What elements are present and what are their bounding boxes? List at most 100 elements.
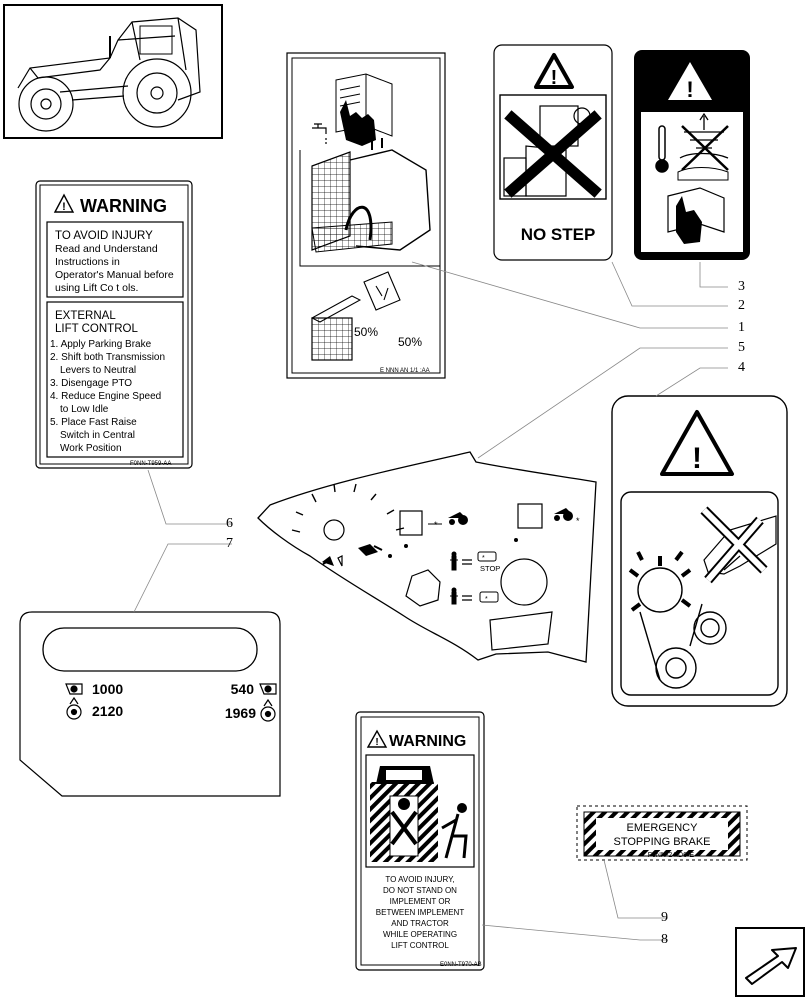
coolant-jug-icon xyxy=(363,271,401,311)
box1-line: using Lift Co t ols. xyxy=(55,282,138,294)
warning-header: WARNING xyxy=(80,196,167,216)
tractor-icon: * xyxy=(554,508,580,526)
callout-2: 2 xyxy=(738,298,745,313)
engine-radiator-icon xyxy=(299,138,440,267)
warning-triangle-icon: ! xyxy=(534,53,574,89)
callout-1: 1 xyxy=(738,320,745,335)
engine-rpm-icon xyxy=(66,696,82,720)
belt-pulley-icon xyxy=(628,550,727,689)
callout-6: 6 xyxy=(226,516,233,531)
step-line: to Low Idle xyxy=(60,404,109,415)
part-code: F0NN-24ID6-E xyxy=(648,852,695,859)
pto-stop-icon: * STOP xyxy=(450,551,500,573)
svg-text:*: * xyxy=(482,555,485,562)
emergency-line: STOPPING BRAKE xyxy=(614,836,711,848)
cap-prohibition-icon xyxy=(677,112,729,181)
pto-speed-icon xyxy=(65,683,83,695)
box1-line: Read and Understand xyxy=(55,243,158,255)
pct-label-a: 50% xyxy=(354,325,378,339)
step-line: 3. Disengage PTO xyxy=(50,378,132,389)
engine-rpm-icon xyxy=(260,698,276,722)
callout-9: 9 xyxy=(661,910,668,925)
warning-header: WARNING xyxy=(389,733,466,750)
callout-7: 7 xyxy=(226,536,233,551)
radiator-cap-warning-decal: ! xyxy=(634,50,750,260)
coolant-manual-decal: 50% 50% E NNN AN 1/1 :AA xyxy=(286,52,446,379)
step-line: Work Position xyxy=(60,443,122,454)
step-line: Levers to Neutral xyxy=(60,365,136,376)
tractor-thumbnail xyxy=(3,4,223,139)
emergency-brake-decal: EMERGENCY STOPPING BRAKE F0NN-24ID6-E xyxy=(576,805,748,861)
box1-line: Operator's Manual before xyxy=(55,269,174,281)
pct-label-b: 50% xyxy=(398,335,422,349)
warning-implement-decal: ! WARNING TO AVOID INJURY, DO NOT STAND … xyxy=(355,711,485,971)
large-knob-cutout xyxy=(500,558,548,606)
svg-text:*: * xyxy=(434,520,438,530)
engine-rpm-left: 2120 xyxy=(92,703,123,719)
warning-triangle-icon: ! xyxy=(53,193,75,213)
lift-control-icon xyxy=(322,538,518,567)
next-arrow-icon xyxy=(745,947,797,985)
step-line: 1. Apply Parking Brake xyxy=(50,339,152,350)
svg-text:!: ! xyxy=(551,67,558,89)
warning-line: DO NOT STAND ON xyxy=(383,886,457,895)
display-cutout xyxy=(489,611,553,651)
tap-icon xyxy=(312,123,327,146)
gauge-dial xyxy=(323,519,345,541)
thermometer-icon xyxy=(655,125,669,173)
no-step-label: NO STEP xyxy=(521,225,596,244)
callout-8: 8 xyxy=(661,932,668,947)
pto-speed-left: 1000 xyxy=(92,681,123,697)
next-page-button[interactable] xyxy=(735,927,805,997)
pto-speed-decal: 1000 540 2120 1969 xyxy=(19,611,281,797)
hand-pointing-icon xyxy=(340,100,376,146)
leader-lines xyxy=(133,261,728,941)
manual-book-icon xyxy=(667,187,725,244)
warning-triangle-icon: ! xyxy=(366,729,388,748)
step-line: 2. Shift both Transmission xyxy=(50,352,165,363)
warning-line: IMPLEMENT OR xyxy=(390,897,451,906)
svg-text:!: ! xyxy=(62,201,66,213)
no-step-decal: ! NO STEP xyxy=(493,44,613,261)
tractor-implement-icon xyxy=(370,766,468,862)
knob-cutout xyxy=(405,569,441,607)
step-line: Switch in Central xyxy=(60,430,135,441)
part-code: E0NN-T970-AB xyxy=(440,962,482,968)
pto-speed-right: 540 xyxy=(231,681,255,697)
warning-lift-control-decal: ! WARNING TO AVOID INJURY Read and Under… xyxy=(35,180,193,469)
engine-rpm-right: 1969 xyxy=(225,705,256,721)
warning-line: TO AVOID INJURY, xyxy=(385,875,454,884)
warning-triangle-icon: ! xyxy=(668,62,712,102)
part-code: F0NN-T959-AA xyxy=(130,461,171,467)
svg-text:!: ! xyxy=(375,737,378,748)
warning-line: BETWEEN IMPLEMENT xyxy=(376,908,465,917)
step-line: 5. Place Fast Raise xyxy=(50,417,137,428)
callout-4: 4 xyxy=(738,360,745,375)
tractor-icon: * xyxy=(428,512,468,530)
warning-line: LIFT CONTROL xyxy=(391,941,449,950)
indicator-window xyxy=(399,510,423,536)
part-code: E NNN AN 1/1 :AA xyxy=(380,368,430,374)
indicator-window xyxy=(517,503,543,529)
callout-5: 5 xyxy=(738,340,745,355)
warning-triangle-icon: ! xyxy=(660,410,734,476)
speed-display-window xyxy=(42,627,258,672)
svg-text:*: * xyxy=(485,596,488,603)
svg-text:!: ! xyxy=(692,442,702,475)
tractor-icon xyxy=(17,17,201,132)
svg-text:!: ! xyxy=(686,77,693,102)
warning-line: AND TRACTOR xyxy=(391,919,449,928)
rotating-parts-warning-decal: ! xyxy=(611,395,788,707)
control-panel-decal: * * * STOP xyxy=(257,451,597,663)
callout-3: 3 xyxy=(738,279,745,294)
svg-text:*: * xyxy=(576,516,580,526)
box2-title: LIFT CONTROL xyxy=(55,323,138,335)
box1-line: TO AVOID INJURY xyxy=(55,230,153,242)
radiator-icon xyxy=(310,295,362,361)
prohibition-cross xyxy=(504,110,602,198)
stop-label: STOP xyxy=(480,564,500,573)
step-line: 4. Reduce Engine Speed xyxy=(50,391,161,402)
pto-engage-icon: * xyxy=(450,587,499,605)
box1-line: Instructions in xyxy=(55,256,120,268)
